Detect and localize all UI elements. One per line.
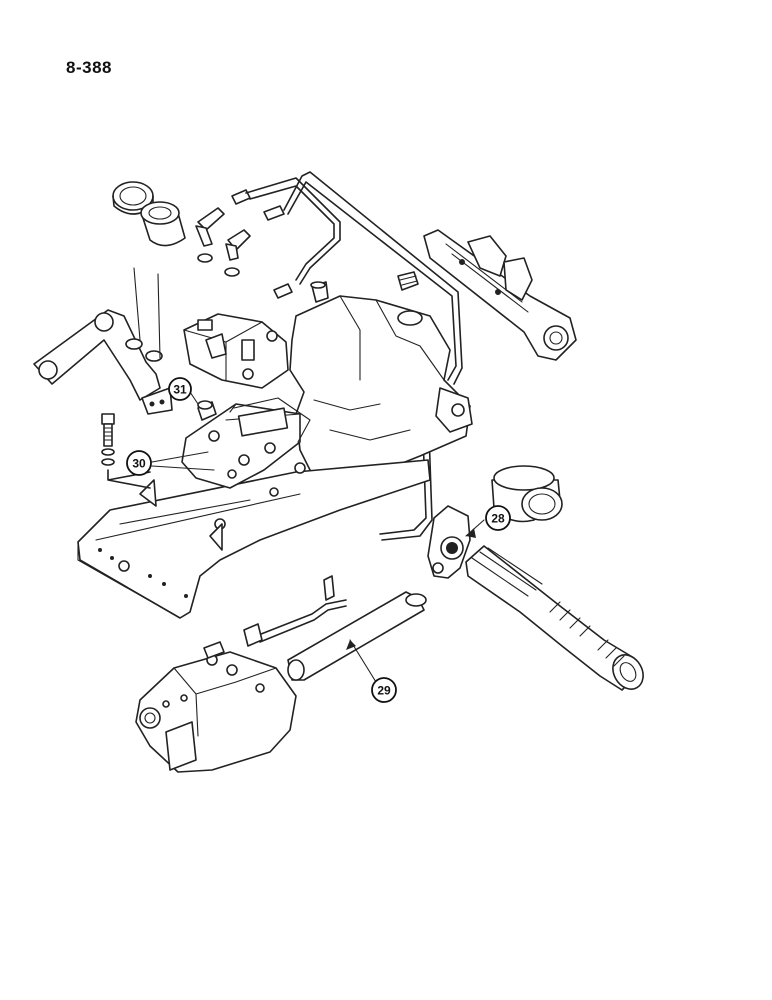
hydraulic-line-upper <box>245 171 463 385</box>
mounting-bolt <box>101 413 151 489</box>
breather-plug <box>397 271 419 291</box>
elbow-fitting-left <box>195 207 225 263</box>
piston-rod <box>287 591 427 681</box>
callout-30: 30 <box>126 450 152 476</box>
cylinder-feed-tube <box>243 575 347 647</box>
callout-29: 29 <box>371 677 397 703</box>
callout-29-label: 29 <box>377 684 391 698</box>
lift-linkage <box>33 267 173 415</box>
rockshaft <box>465 545 644 691</box>
callout-28: 28 <box>485 505 511 531</box>
line-fitting-small <box>273 281 329 303</box>
callout-31-label: 31 <box>173 383 187 397</box>
elbow-fitting-right <box>224 229 251 277</box>
base-plate <box>77 459 431 619</box>
lift-cylinder <box>135 641 297 773</box>
callout-28-label: 28 <box>491 512 505 526</box>
sleeve-bushing <box>491 465 563 523</box>
callout-30-label: 30 <box>132 457 146 471</box>
bushing-ring <box>112 181 154 215</box>
control-valve-block <box>183 313 289 389</box>
page-number: 8-388 <box>66 58 112 77</box>
small-bushing <box>197 400 217 421</box>
tube-fitting-top <box>231 189 285 221</box>
callout-31: 31 <box>168 377 192 401</box>
rockshaft-housing <box>289 295 473 485</box>
cover-gasket <box>233 397 311 443</box>
lift-arm-lever <box>427 505 471 579</box>
bushing-sleeve <box>140 201 186 247</box>
leader-lines <box>151 391 485 683</box>
lift-arm-bracket <box>423 229 577 361</box>
